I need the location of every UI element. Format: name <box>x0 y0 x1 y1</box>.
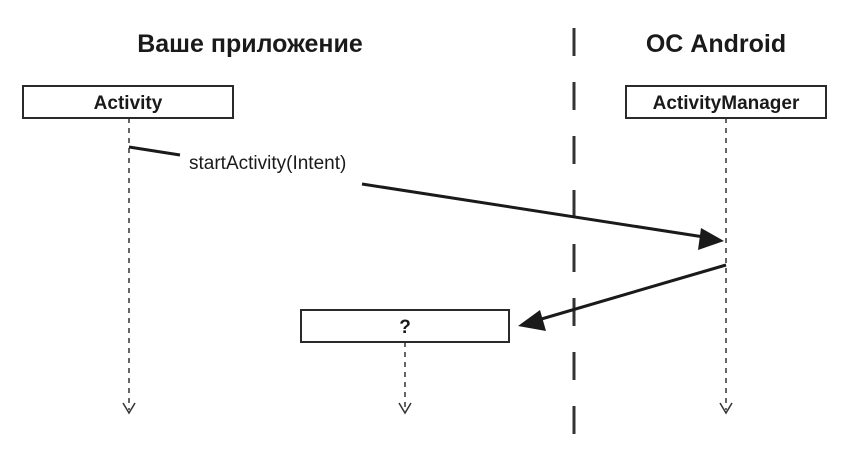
unknown-lifeline-arrow-icon <box>398 402 412 415</box>
start-activity-message-label: startActivity(Intent) <box>189 153 346 174</box>
unknown-box-label: ? <box>399 317 411 338</box>
start-activity-arrowhead-icon <box>698 228 724 250</box>
activity-manager-box-label: ActivityManager <box>653 93 800 114</box>
activity-box-label: Activity <box>94 93 163 114</box>
app-side-heading: Ваше приложение <box>137 30 363 58</box>
os-side-heading: ОС Android <box>646 30 786 58</box>
start-activity-call-stub <box>128 145 181 157</box>
activity-box: Activity <box>22 85 234 119</box>
activity-manager-box: ActivityManager <box>625 85 827 119</box>
activity-lifeline-arrow-icon <box>122 402 136 415</box>
activity-manager-lifeline-arrow-icon <box>719 402 733 415</box>
unknown-box: ? <box>300 309 510 343</box>
resolve-activity-arrowhead-icon <box>518 310 546 331</box>
resolve-activity-arrow <box>537 263 727 322</box>
start-activity-message-arrow <box>361 182 705 239</box>
